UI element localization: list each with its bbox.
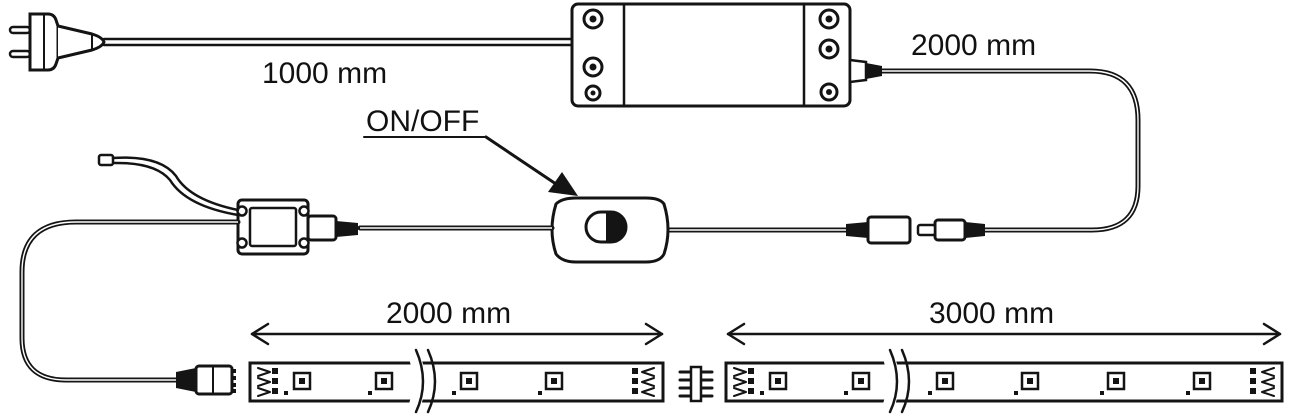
led-strip-2 — [724, 347, 1284, 414]
switch-label: ON/OFF — [366, 105, 479, 138]
controller-output-cable — [19, 219, 241, 383]
strip-connector-icon — [678, 365, 714, 403]
strip-1-length-label: 2000 mm — [386, 297, 511, 330]
mains-cable — [102, 37, 574, 47]
ir-sensor-lead — [97, 153, 240, 217]
4-pin-connector-icon — [176, 364, 236, 396]
smd-led-icon — [760, 371, 1212, 395]
dc-output-cable — [879, 68, 1141, 233]
dimension-arrow-strip-1 — [250, 322, 664, 346]
solder-pads-icon — [1250, 367, 1275, 397]
length-break-icon — [406, 347, 437, 414]
dc-female-connector-icon — [846, 215, 912, 245]
dimension-arrow-strip-2 — [726, 322, 1282, 346]
euro-plug-icon — [8, 12, 106, 72]
dc-male-connector-icon — [916, 218, 985, 242]
mains-cable-length-label: 1000 mm — [262, 57, 387, 90]
power-supply-icon — [570, 2, 882, 108]
dc-cable-length-label: 2000 mm — [911, 29, 1036, 62]
strip-2-length-label: 3000 mm — [929, 297, 1054, 330]
length-break-icon — [880, 347, 911, 414]
solder-pads-icon — [257, 367, 278, 397]
led-strip-1 — [248, 347, 665, 414]
solder-pads-icon — [632, 367, 655, 397]
inline-switch-icon — [550, 196, 670, 264]
mounting-hole-icon — [582, 8, 840, 102]
solder-pads-icon — [733, 367, 754, 397]
smd-led-icon — [284, 371, 564, 395]
rgb-controller-icon — [236, 198, 358, 256]
switch-pointer — [363, 135, 578, 196]
